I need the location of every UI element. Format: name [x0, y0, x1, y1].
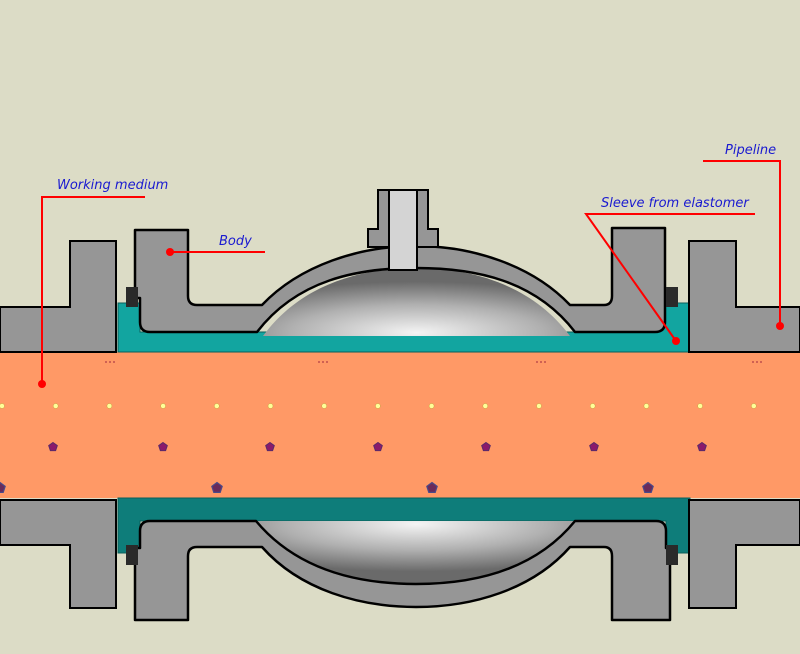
dot-sleeve: [672, 337, 680, 345]
dot-pipeline: [776, 322, 784, 330]
medium-particle-light: [106, 403, 113, 409]
medium-particle-light: [214, 403, 220, 409]
label-body: Body: [219, 234, 252, 249]
medium-particle-light: [160, 403, 166, 409]
valve-body-lower: [133, 519, 672, 622]
medium-particle-dark: [265, 441, 275, 452]
medium-particle-light: [482, 403, 489, 409]
medium-particle-dark: [211, 481, 223, 493]
medium-particle-small: [536, 361, 538, 363]
pipeline-right-lower: [688, 499, 800, 609]
medium-particle-dark: [589, 441, 599, 452]
working-medium-flow: [0, 352, 800, 498]
seal-right-upper: [666, 287, 678, 307]
medium-particle-light: [536, 403, 542, 409]
seal-left-lower: [126, 545, 138, 565]
dome-upper: [263, 268, 570, 336]
dot-working-medium: [38, 380, 46, 388]
medium-particle-small: [113, 361, 115, 363]
medium-particle-light: [52, 403, 59, 409]
medium-particle-light: [589, 403, 596, 409]
medium-particle-light: [643, 403, 650, 409]
medium-particle-small: [756, 361, 758, 363]
medium-particle-dark: [48, 441, 58, 452]
label-pipeline: Pipeline: [725, 143, 776, 158]
seal-right-lower: [666, 545, 678, 565]
medium-particle-small: [540, 361, 542, 363]
medium-particle-small: [544, 361, 546, 363]
valve-stem: [388, 189, 418, 271]
medium-particle-dark: [373, 441, 383, 452]
medium-particle-dark: [158, 441, 168, 452]
medium-particle-small: [760, 361, 762, 363]
medium-particle-small: [109, 361, 111, 363]
valve-body-upper: [133, 226, 667, 334]
medium-particle-light: [321, 403, 327, 409]
leader-pipeline: [703, 160, 781, 326]
label-sleeve: Sleeve from elastomer: [601, 196, 750, 211]
medium-particle-light: [751, 403, 757, 409]
label-working-medium: Working medium: [57, 178, 168, 193]
leader-working-medium: [41, 196, 145, 384]
medium-particle-small: [322, 361, 324, 363]
medium-particle-light: [267, 403, 274, 409]
medium-particle-dark: [481, 441, 491, 452]
medium-particle-small: [752, 361, 754, 363]
pipeline-left-upper: [0, 240, 117, 353]
medium-particle-light: [375, 403, 381, 409]
leader-sleeve: [584, 213, 755, 342]
medium-particle-dark: [697, 441, 707, 452]
medium-particle-dark: [426, 481, 438, 493]
leader-lines: [41, 160, 781, 384]
medium-particles: [0, 361, 762, 493]
pipeline-left-lower: [0, 499, 117, 609]
medium-particle-dark: [0, 481, 6, 493]
medium-particle-small: [318, 361, 320, 363]
medium-particle-light: [428, 403, 435, 409]
medium-particle-light: [697, 403, 703, 409]
pipeline-right-upper: [688, 240, 800, 353]
dome-lower: [255, 521, 578, 584]
medium-particle-small: [326, 361, 328, 363]
seal-left-upper: [126, 287, 138, 307]
medium-particle-light: [0, 403, 5, 409]
leader-dots: [38, 248, 784, 388]
medium-particle-small: [105, 361, 107, 363]
dot-body: [166, 248, 174, 256]
medium-particle-dark: [642, 481, 654, 493]
